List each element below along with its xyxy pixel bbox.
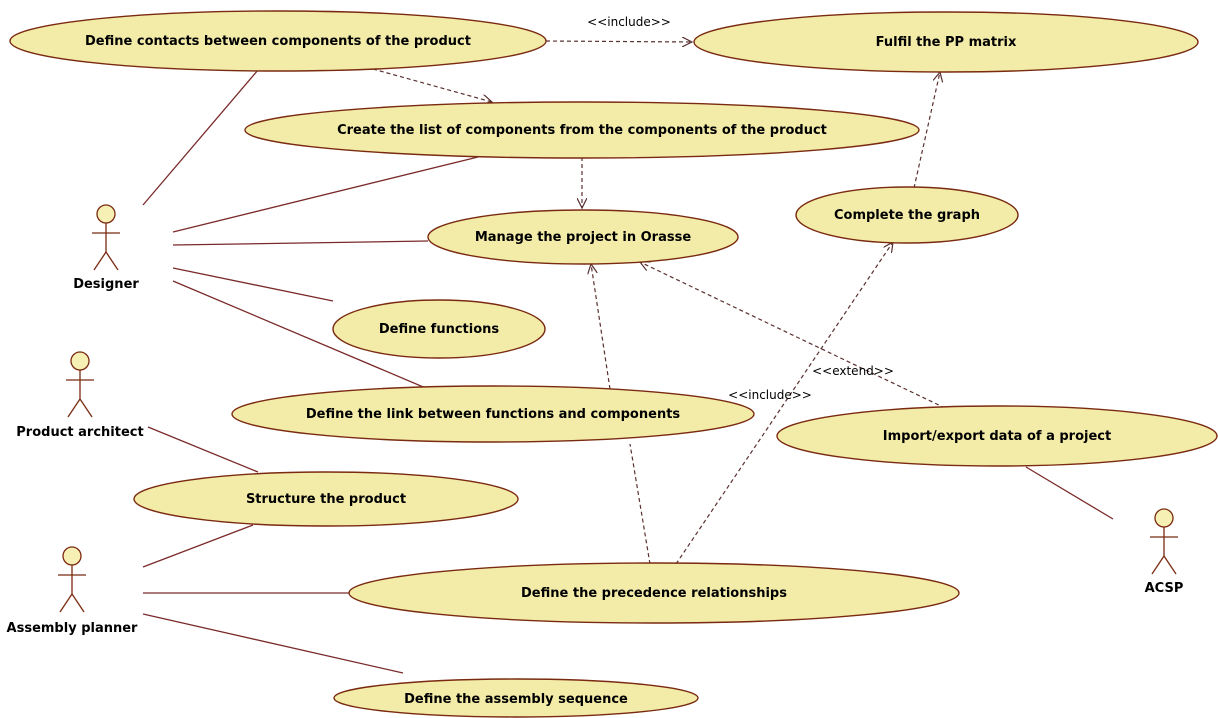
usecase-ellipse xyxy=(348,562,960,624)
usecase-define-link[interactable]: Define the link between functions and co… xyxy=(231,385,755,443)
assoc-planner-define-assembly-sequence xyxy=(142,613,404,674)
usecase-ellipse xyxy=(9,10,547,72)
dep-contacts-to-create-list xyxy=(372,68,492,102)
stereotype-extend: <<extend>> xyxy=(812,364,894,378)
usecase-complete-graph[interactable]: Complete the graph xyxy=(795,186,1019,244)
assoc-architect-structure-product xyxy=(147,426,259,473)
assoc-acsp-import-export xyxy=(1025,466,1114,520)
dep-import-to-manage xyxy=(640,262,946,409)
usecase-label: Define the assembly sequence xyxy=(404,692,628,707)
usecase-ellipse xyxy=(427,209,739,265)
usecase-label: Define contacts between components of th… xyxy=(85,34,471,49)
usecase-define-contacts[interactable]: Define contacts between components of th… xyxy=(9,10,547,72)
dep-precedence-to-manage xyxy=(629,443,651,565)
actor-label: ACSP xyxy=(1145,581,1184,596)
usecase-ellipse xyxy=(332,299,546,359)
actor-product-architect[interactable]: Product architect xyxy=(16,351,144,440)
usecase-label: Import/export data of a project xyxy=(883,429,1111,444)
usecase-ellipse xyxy=(795,186,1019,244)
usecase-structure-product[interactable]: Structure the product xyxy=(133,471,519,527)
assoc-designer-define-contacts xyxy=(142,69,259,206)
actors: Designer Product architect Assembly plan… xyxy=(7,204,1184,636)
stereotype-include-top: <<include>> xyxy=(587,15,671,29)
actor-label: Product architect xyxy=(16,425,143,440)
actor-stick-figure-icon xyxy=(92,204,120,271)
usecase-label: Structure the product xyxy=(246,492,406,507)
dep-graph-to-pp-matrix xyxy=(913,72,940,189)
usecase-ellipse xyxy=(333,678,699,718)
association-lines xyxy=(142,69,1114,674)
dep-link-to-manage xyxy=(591,264,611,390)
usecase-ellipse xyxy=(776,405,1218,467)
actor-label: Assembly planner xyxy=(7,621,139,636)
usecase-label: Define the link between functions and co… xyxy=(306,407,681,422)
usecase-ellipse xyxy=(231,385,755,443)
actor-stick-figure-icon xyxy=(1150,508,1178,575)
usecase-define-functions[interactable]: Define functions xyxy=(332,299,546,359)
stereotype-include-mid: <<include>> xyxy=(728,388,812,402)
usecase-import-export[interactable]: Import/export data of a project xyxy=(776,405,1218,467)
actor-label: Designer xyxy=(73,277,139,292)
usecase-label: Manage the project in Orasse xyxy=(475,230,692,245)
usecase-fulfil-pp-matrix[interactable]: Fulfil the PP matrix xyxy=(693,11,1199,73)
dependency-lines xyxy=(372,41,946,565)
actor-stick-figure-icon xyxy=(66,351,94,418)
usecase-define-precedence[interactable]: Define the precedence relationships xyxy=(348,562,960,624)
usecase-label: Fulfil the PP matrix xyxy=(876,35,1017,50)
use-cases: Define contacts between components of th… xyxy=(9,10,1218,718)
usecase-label: Define the precedence relationships xyxy=(521,586,787,601)
assoc-designer-create-list xyxy=(172,156,479,233)
actor-designer[interactable]: Designer xyxy=(73,204,139,292)
usecase-label: Define functions xyxy=(379,322,500,337)
actor-acsp[interactable]: ACSP xyxy=(1145,508,1184,596)
assoc-designer-define-functions xyxy=(172,267,334,302)
assoc-designer-define-link xyxy=(172,280,429,390)
dep-contacts-to-pp-matrix xyxy=(545,41,692,42)
assoc-planner-structure-product xyxy=(142,524,254,568)
usecase-ellipse xyxy=(693,11,1199,73)
usecase-ellipse xyxy=(133,471,519,527)
usecase-create-list[interactable]: Create the list of components from the c… xyxy=(244,101,920,159)
assoc-designer-manage-project xyxy=(172,240,429,246)
stereotype-labels: <<include>> <<extend>> <<include>> xyxy=(587,15,894,402)
usecase-ellipse xyxy=(244,101,920,159)
actor-assembly-planner[interactable]: Assembly planner xyxy=(7,546,139,636)
usecase-define-assembly-sequence[interactable]: Define the assembly sequence xyxy=(333,678,699,718)
usecase-label: Complete the graph xyxy=(834,208,980,223)
dep-precedence-to-graph xyxy=(675,242,893,565)
usecase-manage-project[interactable]: Manage the project in Orasse xyxy=(427,209,739,265)
actor-stick-figure-icon xyxy=(58,546,86,613)
usecase-label: Create the list of components from the c… xyxy=(337,123,827,138)
